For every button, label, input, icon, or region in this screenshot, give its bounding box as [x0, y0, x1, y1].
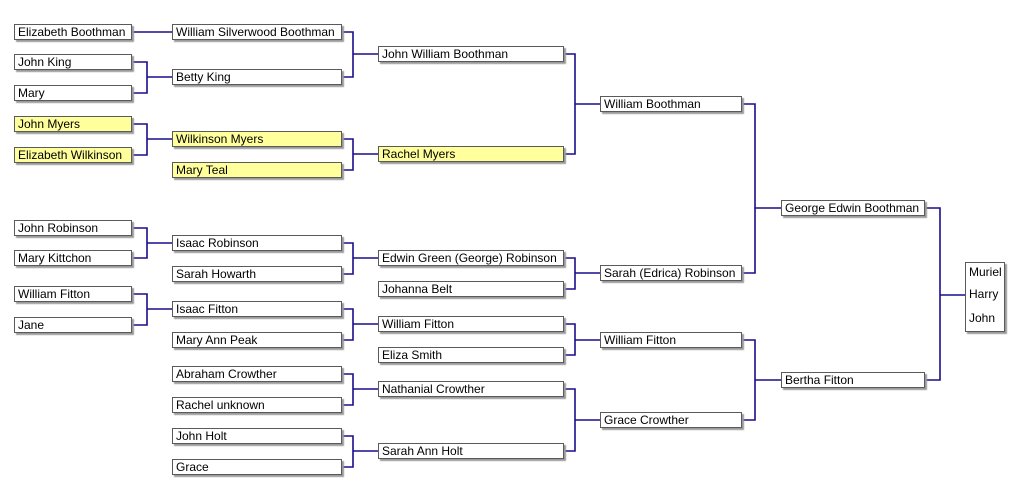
person-box[interactable]: William Fitton [14, 286, 132, 302]
connector-line [132, 123, 172, 156]
connector-line [342, 435, 378, 468]
root-name: Harry [969, 287, 999, 301]
person-box[interactable]: Mary [14, 85, 132, 101]
person-box[interactable]: William Fitton [600, 332, 742, 348]
person-box[interactable]: John William Boothman [378, 46, 564, 62]
root-name: John [969, 311, 996, 325]
person-box[interactable]: Bertha Fitton [781, 372, 925, 388]
person-box[interactable]: Sarah Ann Holt [378, 443, 564, 459]
connector-line [342, 138, 378, 171]
connector-line [742, 339, 781, 421]
person-box[interactable]: Isaac Fitton [172, 301, 342, 317]
person-box[interactable]: John Holt [172, 428, 342, 444]
person-box[interactable]: Sarah Howarth [172, 266, 342, 282]
person-box[interactable]: John King [14, 54, 132, 70]
person-box[interactable]: Grace [172, 459, 342, 475]
person-box[interactable]: Betty King [172, 69, 342, 85]
person-box[interactable]: Abraham Crowther [172, 366, 342, 382]
person-box[interactable]: Sarah (Edrica) Robinson [600, 265, 742, 281]
person-box[interactable]: Grace Crowther [600, 412, 742, 428]
connector-line [564, 388, 600, 452]
person-box[interactable]: William Boothman [600, 96, 742, 112]
person-box[interactable]: Mary Ann Peak [172, 332, 342, 348]
connector-line [925, 207, 965, 381]
connector-line [342, 373, 378, 406]
connector-line [342, 242, 378, 275]
person-box[interactable]: George Edwin Boothman [781, 200, 925, 216]
person-box[interactable]: Elizabeth Boothman [14, 24, 132, 40]
person-box[interactable]: Jane [14, 317, 132, 333]
connector-line [564, 257, 600, 290]
person-box[interactable]: Rachel unknown [172, 397, 342, 413]
person-box-highlighted[interactable]: John Myers [14, 116, 132, 132]
root-name: Muriel [969, 265, 1002, 279]
person-box[interactable]: Edwin Green (George) Robinson [378, 250, 564, 266]
person-box[interactable]: William Silverwood Boothman [172, 24, 342, 40]
connector-line [564, 53, 600, 155]
person-box-highlighted[interactable]: Wilkinson Myers [172, 131, 342, 147]
connector-line [132, 227, 172, 259]
person-box[interactable]: John Robinson [14, 220, 132, 236]
connector-line [132, 293, 172, 326]
connector-line [342, 31, 378, 78]
person-box-highlighted[interactable]: Elizabeth Wilkinson [14, 147, 132, 163]
person-box[interactable]: William Fitton [378, 316, 564, 332]
person-box[interactable]: Nathanial Crowther [378, 381, 564, 397]
person-box-highlighted[interactable]: Rachel Myers [378, 146, 564, 162]
connector-line [132, 61, 172, 94]
connector-line [742, 103, 781, 274]
person-box[interactable]: Mary Kittchon [14, 250, 132, 266]
person-box[interactable]: Johanna Belt [378, 281, 564, 297]
person-box[interactable]: Isaac Robinson [172, 235, 342, 251]
connector-line [564, 323, 600, 356]
root-person-box[interactable]: Muriel Harry John [965, 262, 1005, 332]
person-box[interactable]: Eliza Smith [378, 347, 564, 363]
person-box-highlighted[interactable]: Mary Teal [172, 162, 342, 178]
connector-line [342, 308, 378, 341]
